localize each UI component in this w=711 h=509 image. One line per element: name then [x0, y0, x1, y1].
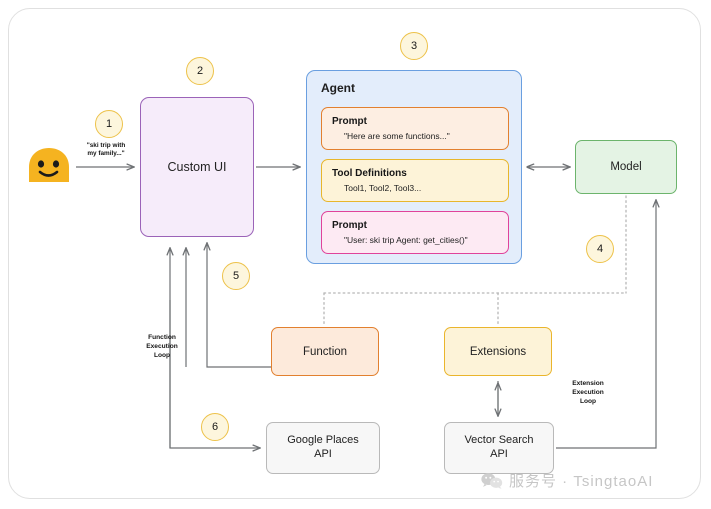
- node-google-places-api-label: Google Places API: [287, 434, 359, 460]
- label-function-execution-loop: Function Execution Loop: [146, 334, 178, 359]
- prompt-functions-sub: "Here are some functions...": [344, 130, 450, 141]
- label-extension-execution-loop: Extension Execution Loop: [572, 380, 604, 405]
- wechat-icon: [481, 473, 503, 489]
- node-agent[interactable]: Agent Prompt "Here are some functions...…: [306, 70, 522, 264]
- wire-function-to-customui: [207, 243, 271, 368]
- node-function-label: Function: [302, 345, 348, 358]
- prompt-user-head: Prompt: [332, 220, 367, 231]
- label-user-quote: "ski trip with my family...": [86, 142, 126, 158]
- node-function[interactable]: Function: [271, 327, 379, 376]
- wire-vector-to-model: [556, 200, 656, 449]
- tool-definitions-head: Tool Definitions: [332, 168, 407, 179]
- node-prompt-functions[interactable]: Prompt "Here are some functions...": [321, 107, 509, 150]
- node-vector-search-api-label: Vector Search API: [464, 434, 534, 460]
- watermark: 服务号 · TsingtaoAI: [481, 470, 653, 491]
- badge-step-1: 1: [95, 110, 123, 138]
- badge-step-2: 2: [186, 57, 214, 85]
- node-custom-ui-label: Custom UI: [167, 160, 227, 174]
- node-vector-search-api[interactable]: Vector Search API: [444, 422, 554, 474]
- node-model[interactable]: Model: [575, 140, 677, 194]
- node-google-places-api[interactable]: Google Places API: [266, 422, 380, 474]
- watermark-text: 服务号 · TsingtaoAI: [509, 473, 654, 490]
- node-tool-definitions[interactable]: Tool Definitions Tool1, Tool2, Tool3...: [321, 159, 509, 202]
- prompt-functions-head: Prompt: [332, 116, 367, 127]
- node-agent-title: Agent: [321, 81, 355, 95]
- badge-step-6: 6: [201, 413, 229, 441]
- node-extensions[interactable]: Extensions: [444, 327, 552, 376]
- node-prompt-user[interactable]: Prompt "User: ski trip Agent: get_cities…: [321, 211, 509, 254]
- tool-definitions-sub: Tool1, Tool2, Tool3...: [344, 182, 422, 193]
- node-model-label: Model: [610, 161, 642, 173]
- prompt-user-sub: "User: ski trip Agent: get_cities()": [344, 234, 468, 245]
- badge-step-3: 3: [400, 32, 428, 60]
- node-custom-ui[interactable]: Custom UI: [140, 97, 254, 237]
- badge-step-4: 4: [586, 235, 614, 263]
- node-extensions-label: Extensions: [469, 345, 527, 358]
- user-smiley-icon: [29, 148, 69, 182]
- badge-step-5: 5: [222, 262, 250, 290]
